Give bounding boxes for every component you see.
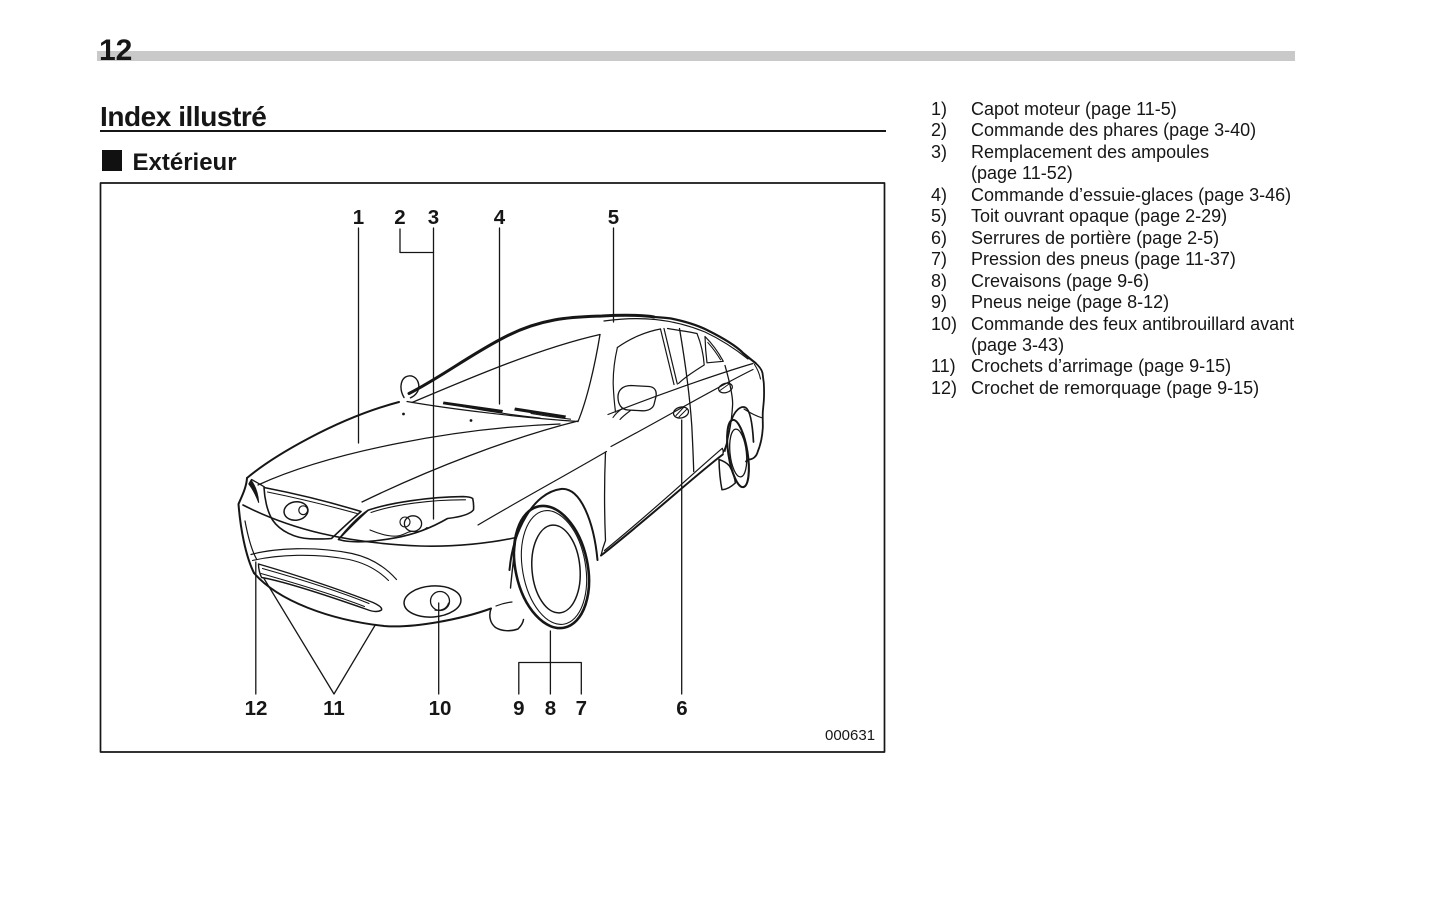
svg-text:12: 12	[245, 697, 268, 720]
svg-text:6: 6	[676, 697, 687, 720]
svg-text:10: 10	[429, 697, 452, 720]
svg-text:000631: 000631	[825, 727, 875, 744]
svg-text:1: 1	[353, 206, 364, 229]
svg-text:4: 4	[494, 206, 506, 229]
svg-text:5: 5	[608, 206, 619, 229]
svg-text:9: 9	[513, 697, 524, 720]
svg-text:11: 11	[323, 697, 345, 720]
svg-text:3: 3	[428, 206, 439, 229]
svg-text:8: 8	[545, 697, 556, 720]
svg-text:7: 7	[576, 697, 587, 720]
svg-text:2: 2	[394, 206, 405, 229]
